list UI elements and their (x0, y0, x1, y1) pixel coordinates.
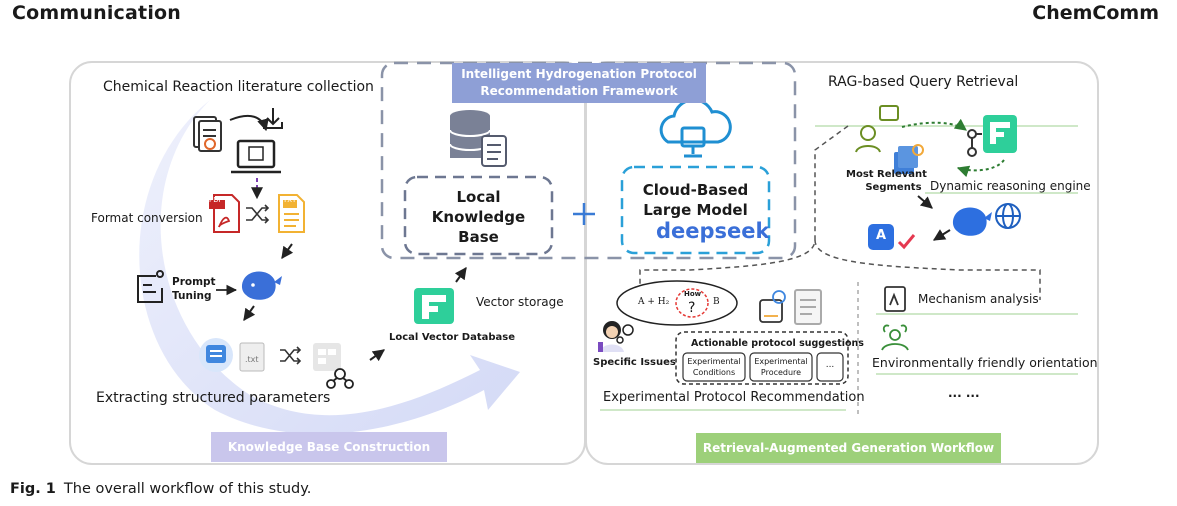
dynamic-engine-label: Dynamic reasoning engine (930, 179, 1091, 193)
laptop-icon (231, 139, 281, 174)
figure-graphics (69, 61, 1099, 465)
vector-storage-label: Vector storage (476, 295, 564, 309)
prompt-icon (137, 270, 164, 303)
most-relevant-line2: Segments (865, 182, 922, 193)
cloud-line2: Large Model (643, 201, 748, 219)
figure-label: Fig. 1 (10, 481, 56, 497)
engine-logo-icon (983, 115, 1017, 153)
user-question-icon (855, 105, 899, 153)
scientist-icon (598, 321, 624, 352)
actionable-box (675, 331, 849, 385)
rag-title: RAG-based Query Retrieval (828, 74, 1019, 90)
environment-label: Environmentally friendly orientation (872, 355, 1098, 370)
bubble-question: ? (688, 300, 696, 316)
prompt-label-2: Tuning (172, 290, 212, 302)
exp-protocol-rec-label: Experimental Protocol Recommendation (603, 390, 865, 405)
mechanism-icon (884, 286, 906, 312)
rag-workflow-banner: Retrieval-Augmented Generation Workflow (696, 433, 1001, 463)
right-panel (585, 61, 1099, 465)
pdf-icon (209, 194, 240, 233)
figure: Chemical Reaction literature collection … (69, 61, 1099, 465)
shuffle-icon-2 (280, 346, 302, 365)
figure-caption: Fig. 1 The overall workflow of this study… (10, 481, 311, 497)
database-icon (449, 110, 507, 167)
exp-conditions-label: Experimental Conditions (683, 356, 745, 378)
answer-app-icon (868, 224, 916, 250)
local-kb-line2: Knowledge (431, 208, 526, 226)
framework-banner-line1: Intelligent Hydrogenation Protocol (461, 67, 697, 81)
literature-collection-title: Chemical Reaction literature collection (103, 79, 374, 95)
exp-procedure-label: Experimental Procedure (750, 356, 812, 378)
bubble-product: B (713, 297, 720, 307)
mechanism-label: Mechanism analysis (918, 292, 1039, 306)
more-items-label: ... ... (948, 386, 980, 400)
eco-people-icon (881, 324, 909, 351)
exp-conditions-box (682, 352, 746, 382)
deepseek-whale-icon (241, 271, 282, 300)
actionable-label: Actionable protocol suggestions (691, 338, 864, 349)
answer-app-letter: A (876, 228, 887, 243)
lab-equipment-icon (759, 290, 786, 323)
layered-doc-icon (199, 338, 233, 372)
workflow-icon (967, 129, 982, 157)
journal-section-label: Communication (12, 2, 182, 24)
local-kb-line1: Local (456, 188, 501, 206)
molecule-icon (326, 368, 354, 389)
ellipsis-box (816, 352, 844, 382)
exp-procedure-line2: Procedure (760, 368, 802, 377)
local-kb-box (403, 175, 554, 256)
shuffle-icon (246, 204, 270, 224)
table-doc-icon (313, 343, 341, 371)
txt-badge: TXT (283, 196, 297, 204)
most-relevant-line1: Most Relevant (846, 169, 927, 180)
vector-db-logo-icon (414, 288, 454, 324)
bubble-how: How (684, 290, 702, 298)
globe-icon (995, 203, 1021, 229)
knowledge-base-construction-banner: Knowledge Base Construction (211, 432, 447, 462)
cloud-model-box (620, 165, 771, 255)
local-vector-db-label: Local Vector Database (389, 332, 516, 343)
figure-caption-text: The overall workflow of this study. (63, 481, 312, 497)
most-relevant-label: Most Relevant Segments (846, 168, 927, 194)
exp-conditions-line2: Conditions (692, 368, 736, 377)
local-kb-line3: Base (458, 228, 499, 246)
extracting-parameters-label: Extracting structured parameters (96, 390, 331, 406)
txt-file-icon (278, 194, 305, 233)
thought-bubble (616, 280, 738, 344)
txt-file-label: .txt (245, 355, 259, 364)
cloud-model-label: Cloud-Based Large Model (622, 180, 769, 220)
format-conversion-label: Format conversion (91, 211, 203, 225)
cloud-server-icon (659, 98, 732, 158)
download-icon (263, 108, 283, 129)
framework-banner: Intelligent Hydrogenation Protocol Recom… (452, 63, 706, 103)
exp-conditions-line1: Experimental (687, 357, 741, 366)
local-kb-label: Local Knowledge Base (405, 187, 552, 247)
document-icon-right (794, 289, 822, 325)
ellipsis-label: ... (825, 360, 835, 370)
journal-name: ChemComm (1032, 2, 1159, 24)
segments-icon (894, 144, 924, 174)
exp-procedure-line1: Experimental (754, 357, 808, 366)
pdf-badge: PDF (209, 196, 223, 204)
exp-procedure-box (749, 352, 813, 382)
cloud-line1: Cloud-Based (642, 181, 749, 199)
specific-issues-label: Specific Issues (593, 357, 676, 368)
txt-doc-icon (239, 342, 265, 372)
deepseek-logo-text: deepseek (656, 219, 770, 243)
plus-icon (573, 203, 595, 225)
prompt-label-1: Prompt (172, 276, 216, 288)
bubble-reaction: A + H₂ (638, 297, 670, 307)
documents-icon (193, 116, 222, 152)
framework-banner-line2: Recommendation Framework (480, 84, 678, 98)
whale-icon-2 (952, 207, 992, 236)
